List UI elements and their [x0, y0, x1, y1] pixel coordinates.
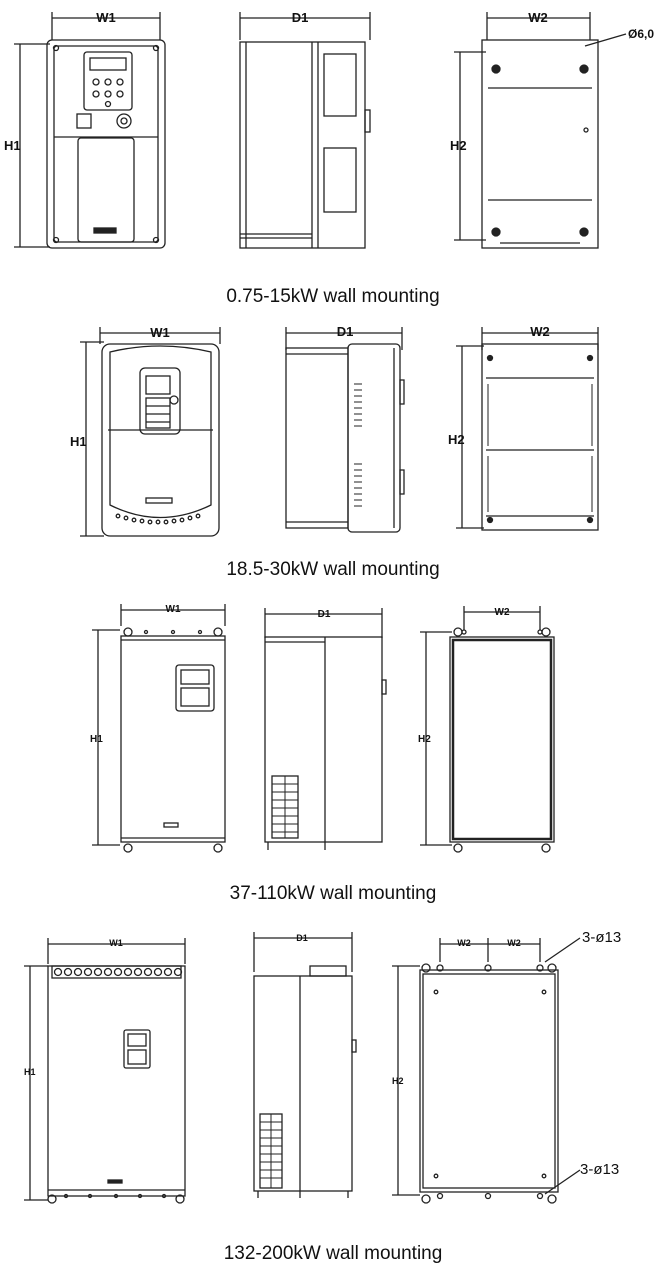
s2-back-w-label: W2 [530, 324, 550, 339]
s1-front-view: W1 H1 [4, 10, 166, 249]
section-2-drawings: W1 H1 D1 [70, 324, 599, 537]
s1-back-h-label: H2 [450, 138, 467, 153]
s1-side-view: D1 [239, 10, 371, 249]
s2-back-h-label: H2 [448, 432, 465, 447]
s3-front-h-label: H1 [90, 734, 103, 745]
s4-back-h-label: H2 [392, 1076, 404, 1086]
s4-front-h-label: H1 [24, 1067, 36, 1077]
caption-132-200kw: 132-200kW wall mounting [223, 1243, 443, 1264]
section-3-drawings: W1 H1 D1 [90, 604, 555, 853]
s4-back-w-right-label: W2 [507, 938, 521, 948]
s4-side-view: D1 [253, 932, 357, 1198]
s1-front-h-label: H1 [4, 138, 21, 153]
s3-back-w-label: W2 [495, 607, 510, 618]
s2-back-view: W2 H2 [448, 324, 599, 531]
section-1-drawings: W1 H1 D1 [4, 10, 654, 249]
s3-front-w-label: W1 [166, 604, 181, 615]
caption-0-75-15kw: 0.75-15kW wall mounting [226, 286, 440, 307]
section-4-drawings: W1 H1 D [24, 929, 621, 1204]
s4-front-view: W1 H1 [24, 938, 186, 1204]
s3-back-view: W2 H2 [418, 606, 555, 853]
s4-back-view: W2 W2 3-ø13 H2 3-ø13 [392, 929, 621, 1204]
caption-37-110kw: 37-110kW wall mounting [229, 883, 437, 904]
s3-back-h-label: H2 [418, 734, 431, 745]
s4-back-hole-top-label: 3-ø13 [582, 929, 621, 946]
s2-front-w-label: W1 [150, 325, 170, 340]
s4-side-d-label: D1 [296, 933, 308, 943]
s1-front-w-label: W1 [96, 10, 116, 25]
s1-back-hole-label: Ø6,0 [628, 27, 654, 41]
s1-back-view: W2 Ø6,0 H2 [450, 10, 654, 249]
s3-side-view: D1 [264, 608, 387, 850]
s1-back-w-label: W2 [528, 10, 548, 25]
s1-side-d-label: D1 [292, 10, 309, 25]
s2-front-view: W1 H1 [70, 325, 221, 537]
s2-front-h-label: H1 [70, 434, 87, 449]
s4-back-hole-bottom-label: 3-ø13 [580, 1161, 619, 1178]
s3-side-d-label: D1 [318, 609, 331, 620]
s3-front-view: W1 H1 [90, 604, 226, 853]
caption-18-5-30kw: 18.5-30kW wall mounting [226, 559, 440, 580]
s4-back-w-left-label: W2 [457, 938, 471, 948]
s4-front-w-label: W1 [109, 938, 123, 948]
s2-side-view: D1 [285, 324, 405, 533]
s2-side-d-label: D1 [337, 324, 354, 339]
